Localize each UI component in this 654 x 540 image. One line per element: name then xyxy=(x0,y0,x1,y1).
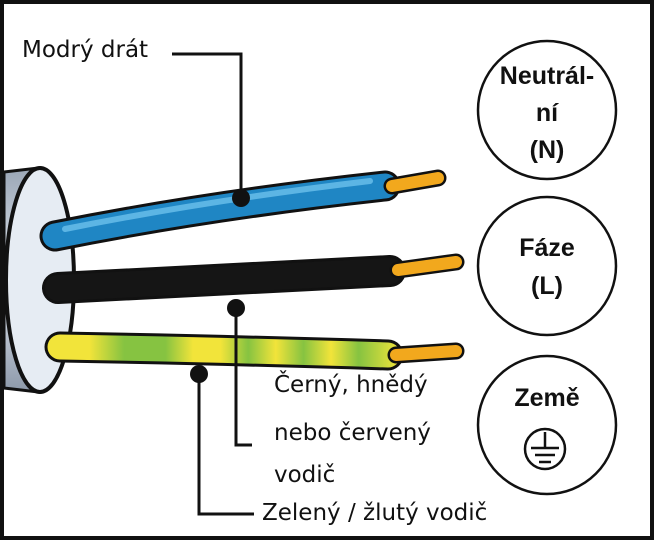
black-wire-label-line1: Černý, hnědý xyxy=(274,372,428,398)
green-yellow-wire-label: Zelený / žlutý vodič xyxy=(262,500,488,526)
phase-circle xyxy=(476,195,618,337)
earth-circle xyxy=(476,354,618,496)
black-wire-marker xyxy=(227,299,245,317)
leader-lines xyxy=(172,52,254,516)
neutral-circle xyxy=(476,39,618,181)
black-wire-label-line2: nebo červený xyxy=(274,420,431,446)
phase-abbreviation: (L) xyxy=(531,272,563,300)
black-wire-leader xyxy=(234,310,252,447)
black-wire-label-line3: vodič xyxy=(274,462,336,488)
green-yellow-wire-marker xyxy=(190,365,208,383)
green-yellow-wire xyxy=(44,331,465,371)
green-yellow-wire-leader xyxy=(197,374,254,516)
blue-wire-leader xyxy=(172,52,243,196)
earth-title: Země xyxy=(514,384,580,412)
earth-ground-icon xyxy=(523,427,567,471)
neutral-title-line2: ní xyxy=(535,99,559,127)
blue-wire xyxy=(39,169,447,252)
blue-wire-label: Modrý drát xyxy=(22,37,149,63)
black-wire xyxy=(42,253,465,304)
blue-wire-marker xyxy=(232,189,250,207)
phase-title: Fáze xyxy=(519,234,575,262)
neutral-abbreviation: (N) xyxy=(529,136,565,164)
neutral-title-line1: Neutrál- xyxy=(499,62,595,90)
